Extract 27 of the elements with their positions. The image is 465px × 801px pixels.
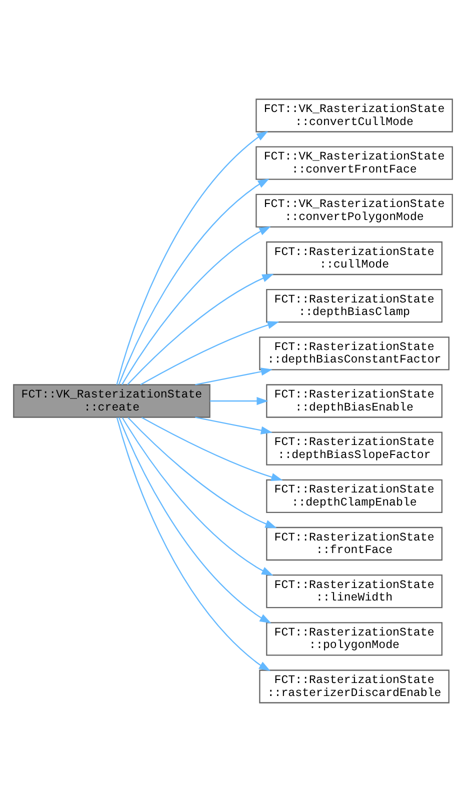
node-box: FCT::VK_RasterizationState ::convertCullMode	[255, 98, 452, 132]
node-box: FCT::RasterizationState ::depthBiasConstantFactor	[258, 336, 449, 370]
arrow	[140, 320, 279, 385]
node-box: FCT::RasterizationState ::frontFace	[266, 526, 442, 560]
arrow	[194, 416, 272, 434]
node-box: FCT::RasterizationState ::depthClampEnable	[266, 478, 442, 512]
arrow	[127, 416, 276, 528]
node-box: FCT::RasterizationState ::cullMode	[266, 240, 442, 275]
arrow	[118, 178, 269, 384]
arrow	[118, 416, 271, 623]
node-box: FCT::RasterizationState ::rasterizerDiscardEnable	[258, 669, 449, 703]
arrow	[120, 226, 270, 385]
node-box: FCT::VK_RasterizationState ::convertFrontFace	[255, 146, 452, 180]
node-box: FCT::RasterizationState ::depthBiasClamp	[266, 288, 442, 322]
arrow	[126, 273, 274, 385]
node-box: FCT::RasterizationState ::depthBiasSlopeFactor	[266, 431, 442, 465]
node-box: FCT::RasterizationState ::depthBiasEnable	[266, 384, 442, 418]
node-box: FCT::RasterizationState ::polygonMode	[266, 622, 442, 656]
arrow	[140, 416, 282, 480]
node-box: FCT::RasterizationState ::lineWidth	[266, 574, 442, 608]
arrow	[116, 416, 270, 671]
arrow	[194, 367, 272, 385]
arrow	[116, 130, 268, 384]
arrow	[121, 416, 273, 576]
node-box: FCT::VK_RasterizationState ::convertPolygonMode	[255, 193, 452, 227]
arrow	[209, 396, 268, 405]
node-box: FCT::VK_RasterizationState ::create	[12, 384, 210, 418]
